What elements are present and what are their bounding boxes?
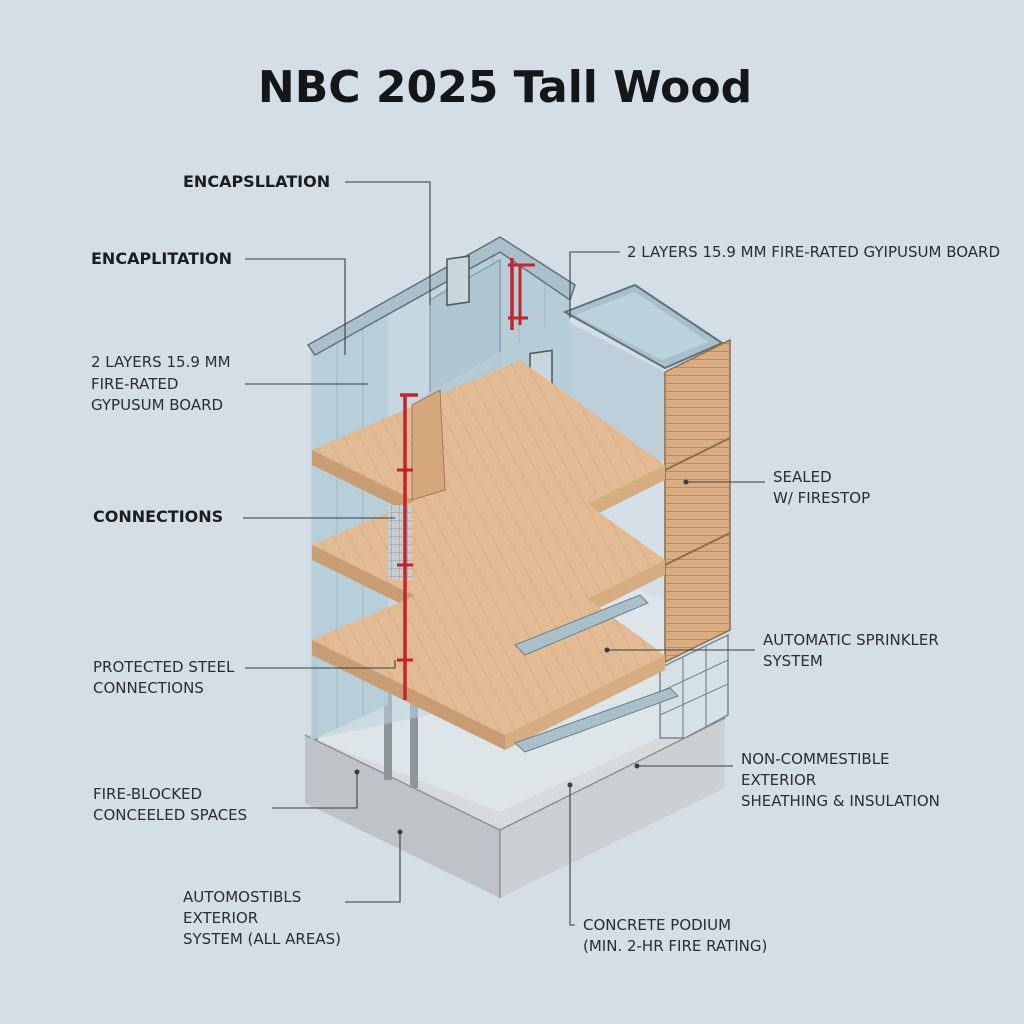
label-sprinkler-2: SYSTEM xyxy=(763,652,823,670)
label-board-left-1: 2 LAYERS 15.9 MM xyxy=(91,353,231,371)
label-automostibls-3: SYSTEM (ALL AREAS) xyxy=(183,930,341,948)
leader-dot xyxy=(397,829,403,835)
label-sprinkler-1: AUTOMATIC SPRINKLER xyxy=(763,631,939,649)
leader-dot xyxy=(354,769,360,775)
label-encaplitation: ENCAPLITATION xyxy=(91,249,232,268)
label-fire-blocked-2: CONCEELED SPACES xyxy=(93,806,247,824)
leader-line xyxy=(245,660,396,669)
label-fire-blocked-1: FIRE-BLOCKED xyxy=(93,785,202,803)
leader-dot xyxy=(683,479,689,485)
door-icon xyxy=(446,255,470,307)
label-connections: CONNECTIONS xyxy=(93,507,223,526)
label-podium-1: CONCRETE PODIUM xyxy=(583,916,731,934)
label-board-left-3: GYPUSUM BOARD xyxy=(91,396,223,414)
leader-line xyxy=(245,258,346,355)
page-title: NBC 2025 Tall Wood xyxy=(258,62,752,113)
label-protected-steel-1: PROTECTED STEEL xyxy=(93,658,235,676)
label-sealed-2: W/ FIRESTOP xyxy=(773,489,870,507)
leader-dot xyxy=(604,647,610,653)
sprinkler-pipe xyxy=(397,258,535,700)
concealed-space-mesh xyxy=(388,505,412,580)
leader-line xyxy=(569,785,575,926)
label-protected-steel-2: CONNECTIONS xyxy=(93,679,204,697)
label-encapsllation: ENCAPSLLATION xyxy=(183,172,330,191)
leader-dot xyxy=(567,782,573,788)
glulam-column xyxy=(411,389,446,501)
leader-line xyxy=(272,772,358,809)
label-automostibls-2: EXTERIOR xyxy=(183,909,258,927)
label-board-top-right: 2 LAYERS 15.9 MM FIRE-RATED GYIPUSUM BOA… xyxy=(627,243,1000,261)
sprinkler-branch-plate xyxy=(514,594,649,656)
sprinkler-branch-plate xyxy=(514,687,679,753)
leader-line xyxy=(345,832,401,903)
label-sealed-1: SEALED xyxy=(773,468,832,486)
label-non-combustible-3: SHEATHING & INSULATION xyxy=(741,792,940,810)
timber-cladding xyxy=(664,338,731,664)
label-podium-2: (MIN. 2-HR FIRE RATING) xyxy=(583,937,767,955)
leader-line xyxy=(569,251,620,318)
leader-line xyxy=(345,181,431,305)
label-board-left-2: FIRE-RATED xyxy=(91,375,178,393)
leader-dot xyxy=(634,763,640,769)
label-non-combustible-2: EXTERIOR xyxy=(741,771,816,789)
label-non-combustible-1: NON-COMMESTIBLE xyxy=(741,750,890,768)
label-automostibls-1: AUTOMOSTIBLS xyxy=(183,888,301,906)
building-illustration xyxy=(304,236,731,898)
